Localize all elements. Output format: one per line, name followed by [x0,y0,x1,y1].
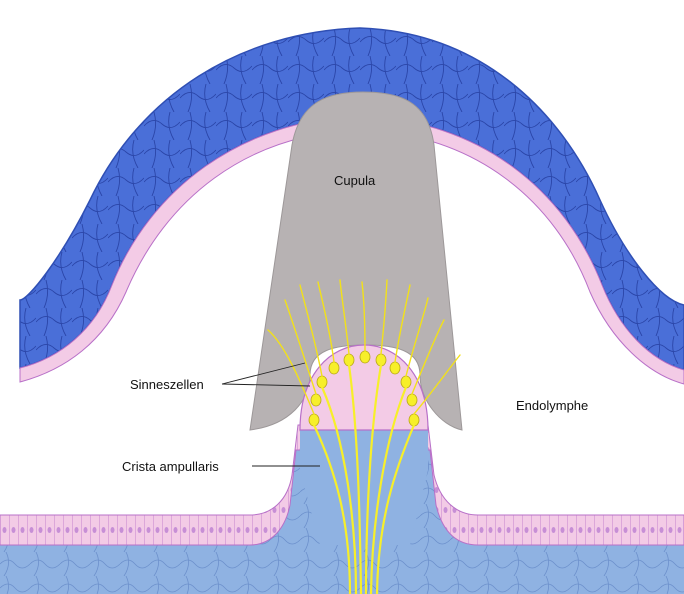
sensory-hair-cell-icon [390,362,400,374]
sensory-hair-cell-icon [329,362,339,374]
sensory-hair-cell-icon [407,394,417,406]
sensory-hair-cell-icon [360,351,370,363]
connective-tissue-band [0,545,684,594]
label-cupula: Cupula [334,173,375,188]
crista-core [300,425,428,545]
label-crista-ampullaris: Crista ampullaris [122,459,219,474]
label-sinneszellen: Sinneszellen [130,377,204,392]
sensory-hair-cell-icon [311,394,321,406]
label-endolymphe: Endolymphe [516,398,588,413]
